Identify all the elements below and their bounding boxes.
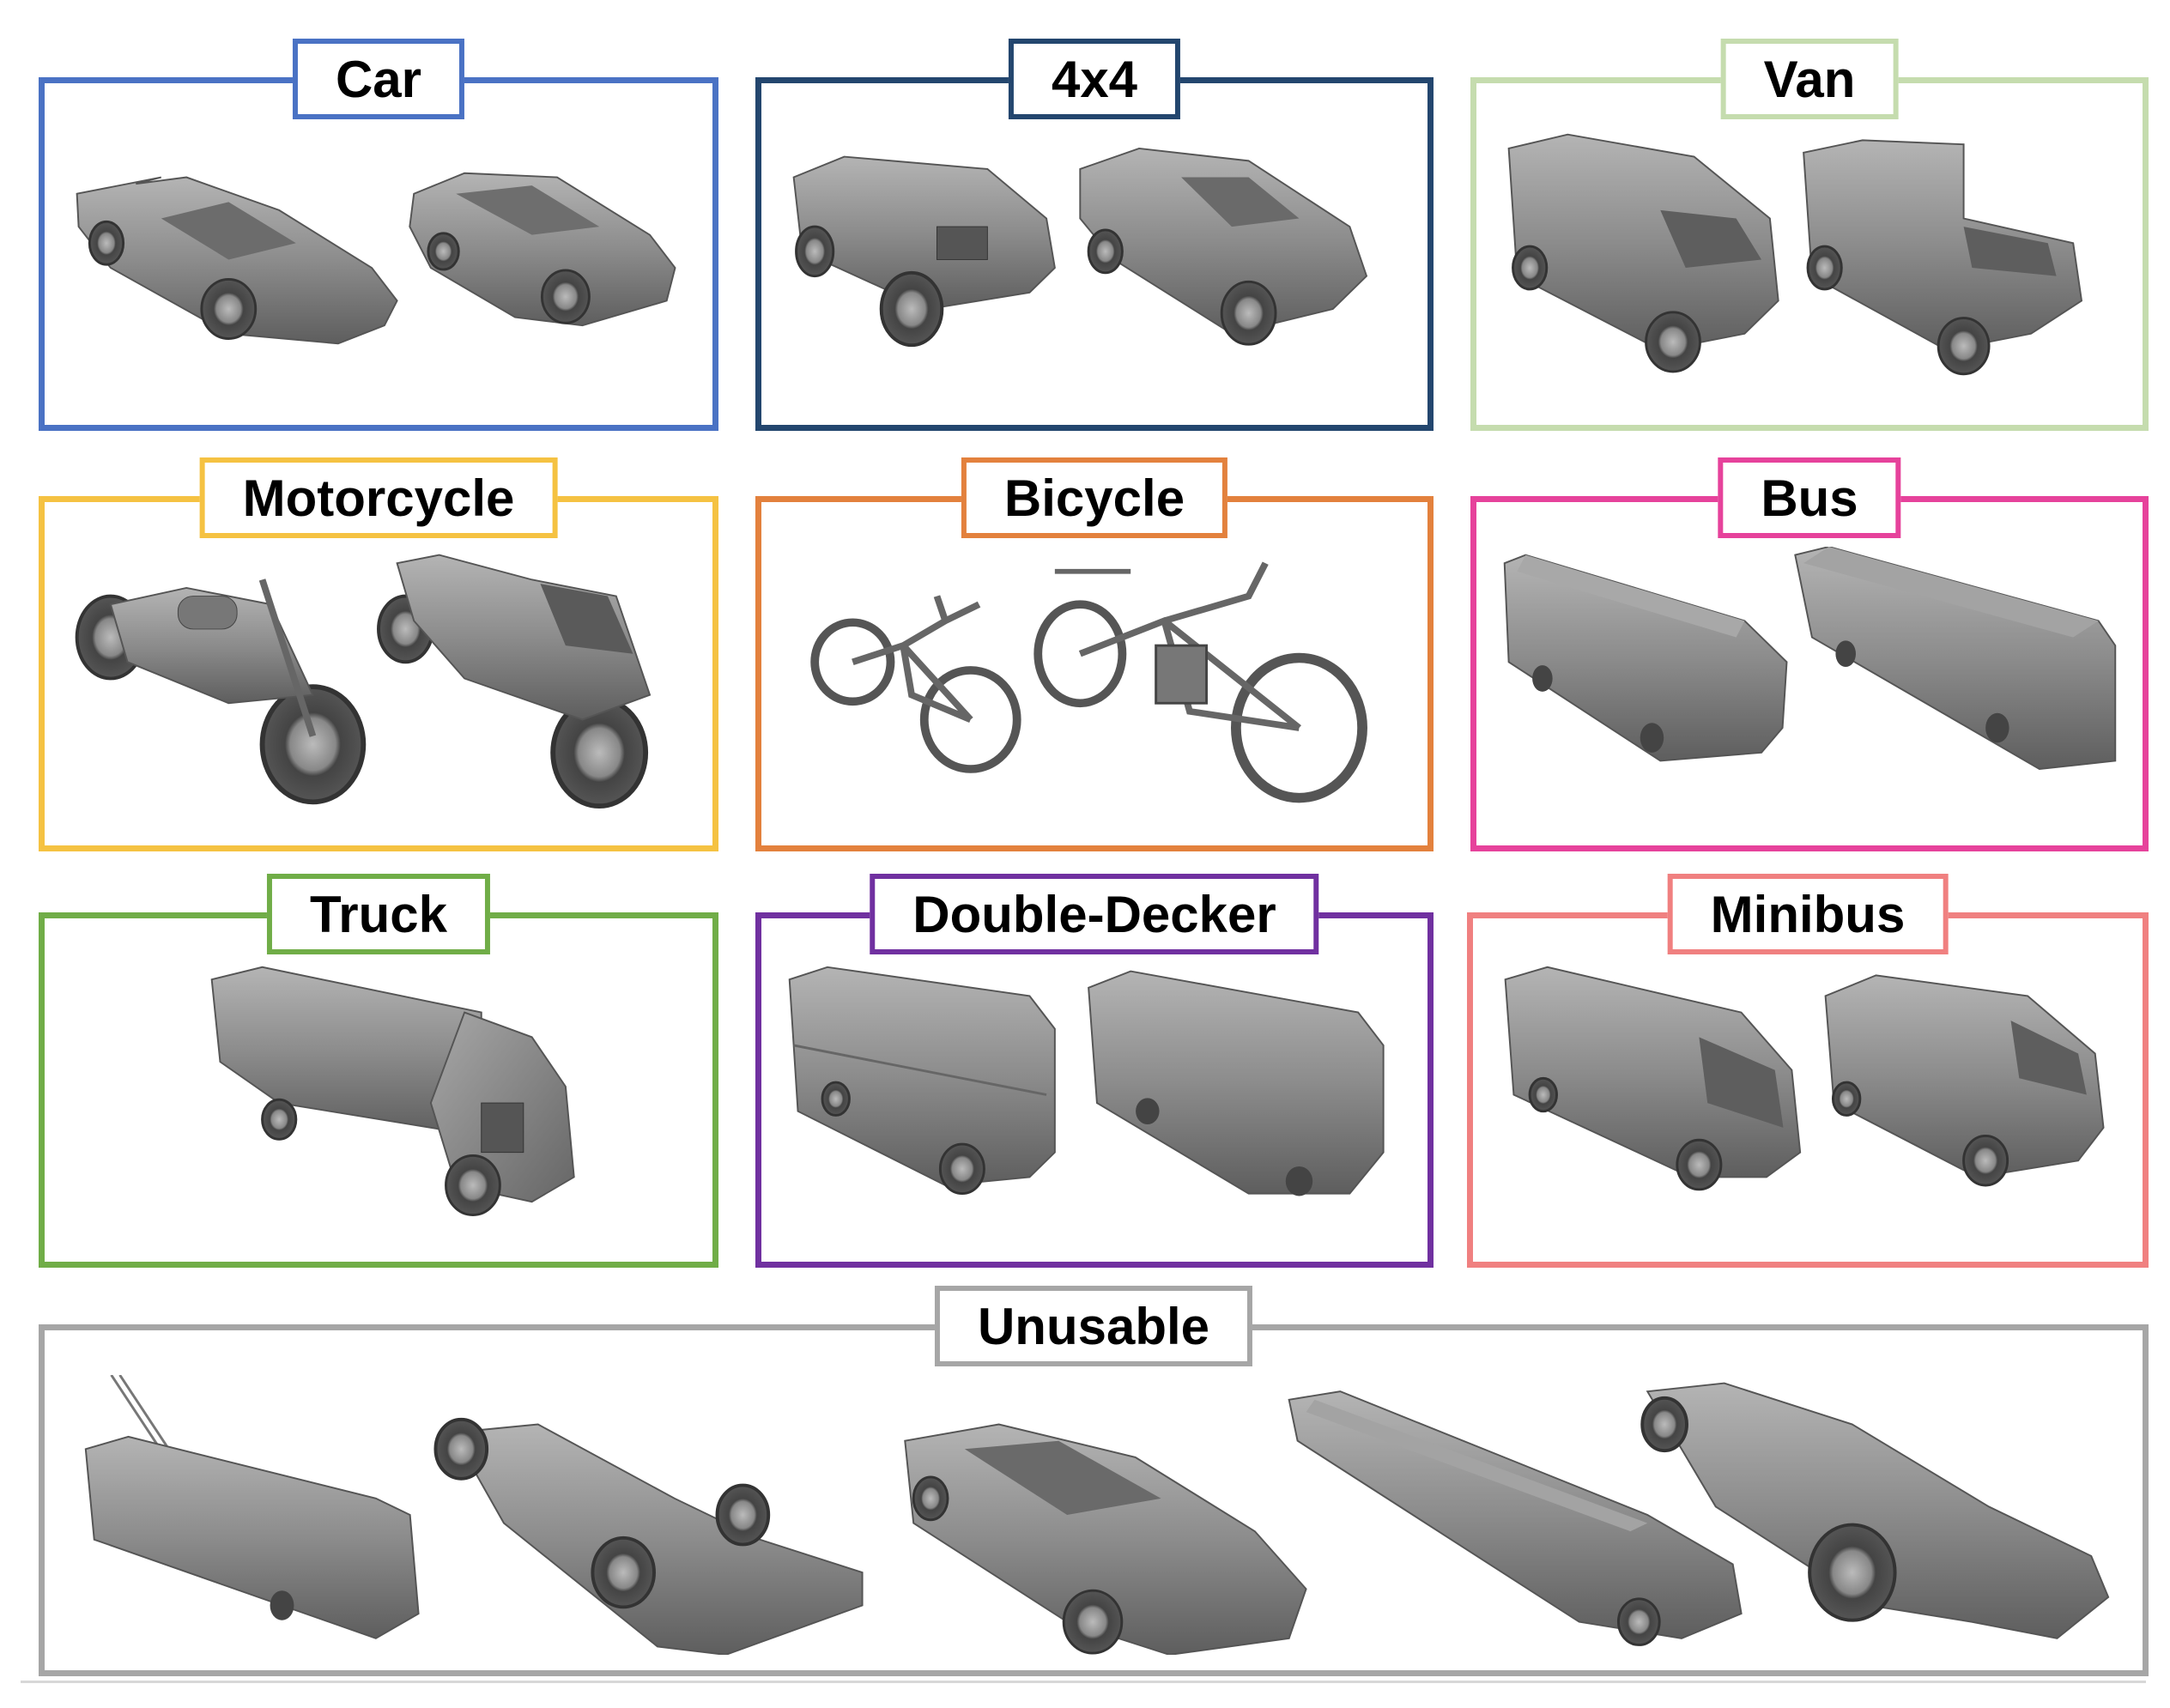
double-decker-models: [777, 963, 1412, 1246]
panel-label-truck: Truck: [266, 874, 491, 954]
bus-models: [1492, 547, 2127, 830]
panel-van: Van: [1470, 39, 2149, 431]
panel-label-car: Car: [292, 39, 465, 119]
panel-label-bicycle: Bicycle: [961, 457, 1228, 538]
minibus-model: [1504, 966, 1802, 1191]
unusable-models: [60, 1375, 2127, 1655]
limousine-model: [1288, 1390, 1743, 1646]
bmx-bicycle-model: [810, 595, 1021, 773]
minibus-models: [1488, 963, 2127, 1246]
cruiser-motorcycle-model: [75, 578, 367, 805]
panel-bus: Bus: [1470, 457, 2149, 851]
panel-double-decker: Double-Decker: [755, 874, 1434, 1268]
panel-label-van: Van: [1720, 39, 1899, 119]
coach-bus-model: [1503, 554, 1788, 762]
vintage-bicycle-model: [1033, 561, 1367, 803]
vintage-racer-model: [1640, 1382, 2110, 1639]
sedan-model: [409, 172, 676, 327]
sports-car-model: [76, 176, 398, 345]
panel-label-4x4: 4x4: [1008, 39, 1181, 119]
trolleybus-model: [84, 1375, 420, 1639]
panel-unusable: Unusable: [39, 1286, 2149, 1676]
van-models: [1492, 128, 2127, 409]
panel-truck: Truck: [39, 874, 718, 1268]
panel-car: Car: [39, 39, 718, 431]
panel-minibus: Minibus: [1467, 874, 2149, 1268]
bicycle-models: [777, 547, 1412, 830]
truck-models: [60, 963, 697, 1246]
panel-label-double-decker: Double-Decker: [870, 874, 1319, 954]
cargo-van-model: [1507, 133, 1779, 373]
double-decker-bus-model: [788, 966, 1056, 1196]
motorcycle-models: [60, 547, 697, 830]
hypercar-model: [904, 1423, 1307, 1655]
sport-motorcycle-model: [377, 554, 652, 809]
panel-bicycle: Bicycle: [755, 457, 1434, 851]
panel-motorcycle: Motorcycle: [39, 457, 718, 851]
four-by-four-models: [777, 128, 1412, 409]
panel-4x4: 4x4: [755, 39, 1434, 431]
box-van-model: [1803, 139, 2083, 376]
panel-label-motorcycle: Motorcycle: [199, 457, 558, 538]
camper-van-model: [1824, 974, 2105, 1187]
formula-car-model: [433, 1417, 864, 1655]
humvee-model: [792, 155, 1056, 348]
panel-label-unusable: Unusable: [934, 1286, 1253, 1366]
box-truck-model: [210, 966, 575, 1216]
double-decker-bus-rounded-model: [1088, 970, 1385, 1196]
pickup-truck-model: [1079, 147, 1368, 346]
panel-label-bus: Bus: [1718, 457, 1901, 538]
bottom-divider: [21, 1681, 2146, 1683]
car-models: [60, 128, 697, 409]
city-bus-model: [1794, 547, 2117, 771]
panel-label-minibus: Minibus: [1667, 874, 1949, 954]
